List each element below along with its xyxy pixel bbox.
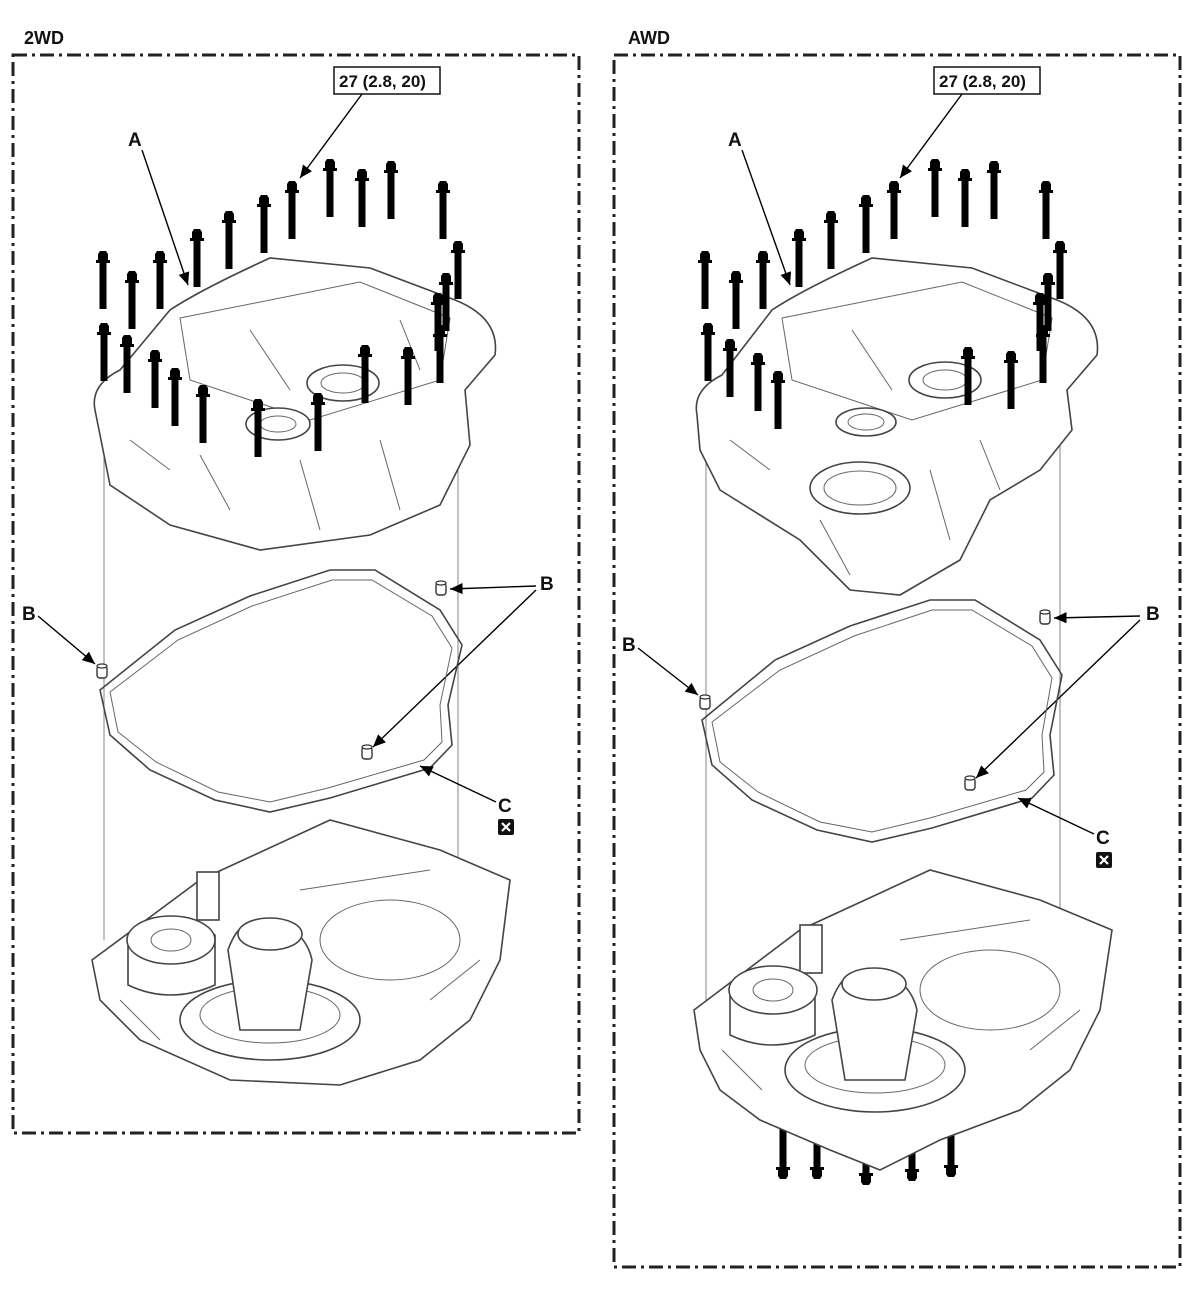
gasket-2wd: [99, 569, 463, 813]
lower-case-gears-awd: [693, 869, 1113, 1171]
label-b-right-awd: B: [1146, 604, 1160, 625]
torque-spec-awd: 27 (2.8, 20): [939, 72, 1026, 91]
gasket-awd: [701, 599, 1063, 843]
panel-frame-2wd: [11, 53, 581, 1135]
x-box-icon: [498, 819, 514, 835]
panel-title-2wd: 2WD: [24, 28, 64, 48]
dowel-pin-left-awd: [699, 694, 711, 710]
label-a-2wd: A: [128, 130, 142, 151]
panel-2wd: 27 (2.8, 20) A: [11, 53, 581, 1135]
dowel-pin-right-awd: [1039, 609, 1051, 625]
label-c-awd: C: [1096, 828, 1110, 849]
dowel-pin-left-2wd: [96, 663, 108, 679]
label-a-awd: A: [728, 130, 742, 151]
x-box-icon: [1096, 852, 1112, 868]
lower-case-gears-2wd: [91, 819, 511, 1086]
torque-spec-box-awd: [933, 66, 1041, 95]
dowel-pin-center-awd: [964, 775, 976, 791]
label-b-left-2wd: B: [22, 604, 36, 625]
torque-spec-box-2wd: [333, 66, 441, 95]
torque-spec-2wd: 27 (2.8, 20): [339, 72, 426, 91]
transmission-housing-awd: [695, 257, 1099, 596]
dowel-pin-right-2wd: [435, 580, 447, 596]
panel-awd: 27 (2.8, 20) A: [612, 53, 1182, 1269]
dowel-pin-center-2wd: [361, 744, 373, 760]
label-c-2wd: C: [498, 796, 512, 817]
label-b-right-2wd: B: [540, 574, 554, 595]
panel-frame-awd: [612, 53, 1182, 1269]
panel-title-awd: AWD: [628, 28, 670, 48]
label-b-left-awd: B: [622, 635, 636, 656]
